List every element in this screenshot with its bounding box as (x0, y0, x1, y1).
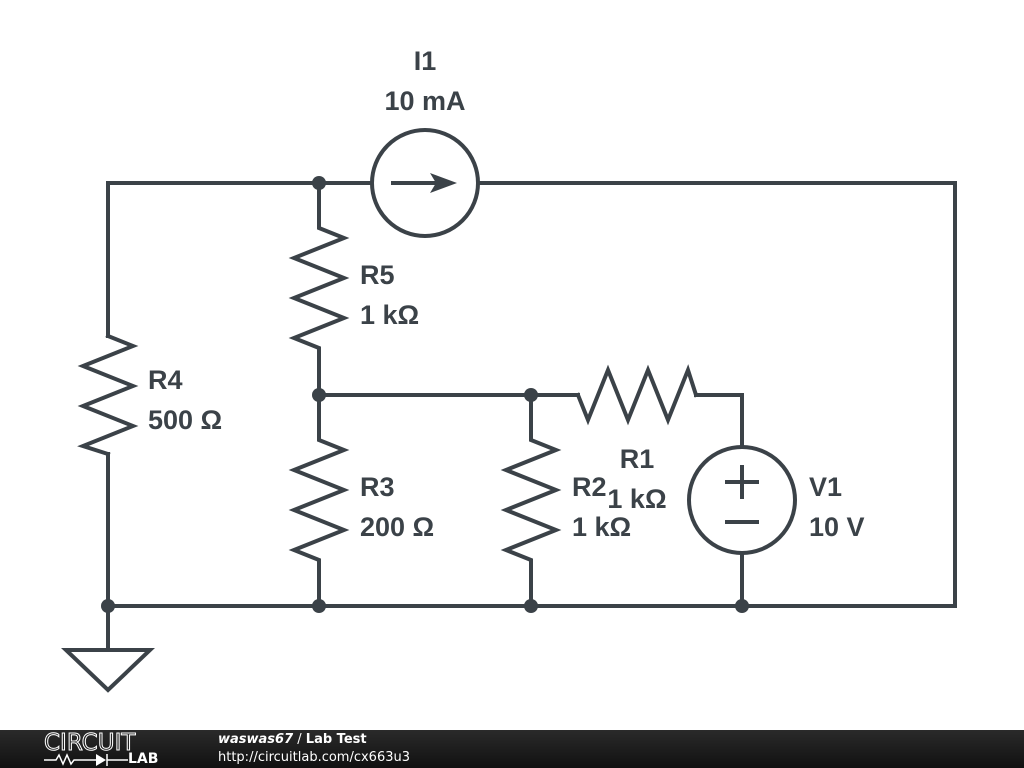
wire-top-right (476, 181, 957, 608)
i1-value-label: 10 mA (384, 86, 465, 116)
i1-name-label: I1 (414, 46, 437, 76)
r2-value-label: 1 kΩ (572, 512, 631, 542)
resistor-r5[interactable] (288, 181, 350, 397)
r2-name-label: R2 (572, 472, 607, 502)
junction-dot (524, 599, 538, 613)
junction-dot (312, 599, 326, 613)
footer-bar: CIRCUIT LAB waswas67 / Lab Test http://c… (0, 730, 1024, 768)
r3-value-label: 200 Ω (360, 512, 434, 542)
junction-dot (524, 388, 538, 402)
resistor-r2[interactable] (500, 393, 562, 608)
plus-icon (725, 465, 759, 499)
v1-value-label: 10 V (809, 512, 865, 542)
junction-dot (312, 176, 326, 190)
resistor-r3[interactable] (288, 393, 350, 608)
circuit-owner-title: waswas67 / Lab Test (218, 732, 367, 748)
r1-value-label: 1 kΩ (607, 484, 666, 514)
logo-resistor-diode-icon (44, 753, 128, 766)
title-separator: / (293, 732, 306, 747)
r4-name-label: R4 (148, 365, 183, 395)
junctions (101, 176, 749, 613)
ground-icon (61, 648, 155, 693)
r1-name-label: R1 (620, 444, 655, 474)
circuit-schematic: I1 10 mA R5 1 kΩ R4 500 Ω R3 200 Ω R2 1 … (61, 46, 957, 693)
junction-dot (101, 599, 115, 613)
voltage-source-v1[interactable] (687, 445, 797, 555)
logo-circuit-text[interactable]: CIRCUIT (43, 730, 136, 756)
resistor-r4[interactable] (77, 333, 139, 457)
username-link[interactable]: waswas67 (218, 732, 294, 747)
r5-name-label: R5 (360, 260, 395, 290)
wire-r1-v1 (694, 393, 744, 449)
logo-lab-text: LAB (128, 751, 159, 767)
r3-name-label: R3 (360, 472, 395, 502)
circuit-url-link[interactable]: http://circuitlab.com/cx663u3 (218, 750, 411, 765)
r4-value-label: 500 Ω (148, 405, 222, 435)
current-source-i1[interactable] (370, 128, 480, 238)
r5-value-label: 1 kΩ (360, 300, 419, 330)
resistor-r1[interactable] (575, 364, 699, 426)
junction-dot (735, 599, 749, 613)
circuit-title-link[interactable]: Lab Test (305, 732, 367, 747)
junction-dot (312, 388, 326, 402)
v1-name-label: V1 (809, 472, 842, 502)
